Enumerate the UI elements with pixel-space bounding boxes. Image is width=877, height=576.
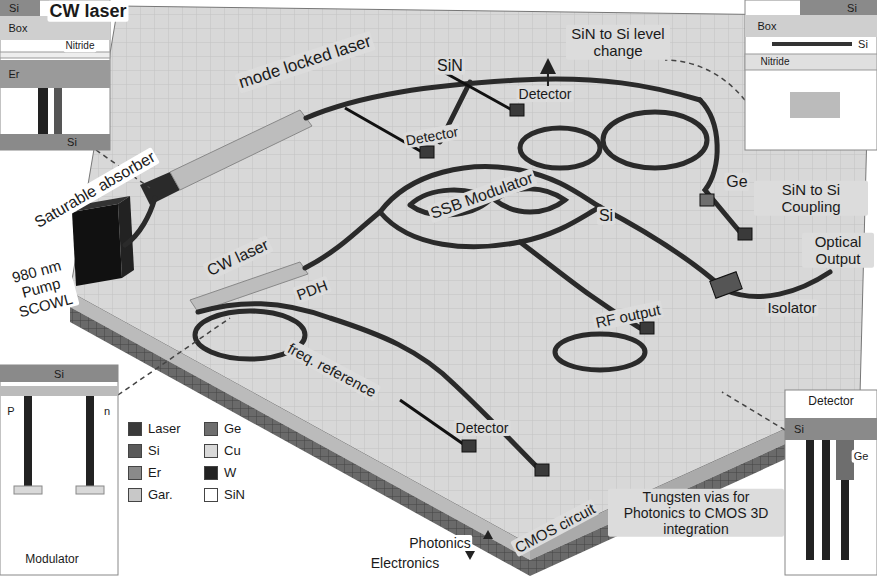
- inset-label: Box: [7, 22, 30, 35]
- inset-label: Si: [52, 368, 66, 381]
- component-label: Tungsten vias for Photonics to CMOS 3D i…: [608, 489, 784, 537]
- inset-label: Er: [7, 68, 22, 81]
- legend-swatch: [128, 444, 142, 458]
- inset-label: Detector: [806, 395, 855, 409]
- inset-label: Si: [792, 423, 806, 436]
- inset-label: Nitride: [64, 40, 97, 52]
- component-label: Photonics: [407, 535, 472, 551]
- inset-label: Modulator: [23, 553, 80, 567]
- component-label: Detector: [454, 420, 511, 436]
- legend-text: Er: [148, 466, 161, 480]
- inset-label: Si: [65, 136, 79, 149]
- legend-text: Si: [148, 444, 160, 458]
- component-label: SiN to Si level change: [566, 25, 670, 60]
- inset-label: Si: [856, 38, 870, 51]
- inset-label: P: [5, 405, 16, 418]
- inset-label: Si: [7, 2, 21, 15]
- inset-panel: SiPnModulator: [0, 365, 118, 575]
- legend-text: Ge: [224, 422, 241, 436]
- legend-text: Cu: [224, 444, 241, 458]
- component-label: Optical Output: [802, 233, 874, 268]
- component-label: Ge: [724, 173, 749, 191]
- inset-label: CW laser: [47, 1, 128, 22]
- legend-swatch: [204, 488, 218, 502]
- inset-panel: DetectorSiGe: [785, 390, 877, 575]
- legend-swatch: [128, 488, 142, 502]
- inset-label: n: [102, 405, 112, 418]
- legend-swatch: [128, 422, 142, 436]
- component-label: Electronics: [369, 555, 441, 571]
- component-label: Detector: [517, 86, 574, 102]
- component-label: Si: [597, 207, 615, 225]
- legend-text: W: [224, 466, 236, 480]
- legend-swatch: [204, 466, 218, 480]
- legend-text: Gar.: [148, 488, 173, 502]
- inset-label: Nitride: [759, 56, 792, 68]
- legend-text: Laser: [148, 422, 181, 436]
- component-label: 980 nm Pump SCOWL: [2, 254, 79, 321]
- legend-swatch: [128, 466, 142, 480]
- legend-swatch: [204, 422, 218, 436]
- inset-panel: SiBoxSiNitrideSiN to Si Coupling: [745, 0, 877, 220]
- inset-label: SiN to Si Coupling: [754, 181, 868, 216]
- inset-label: Si: [845, 2, 859, 15]
- inset-panel: SiCW laserBoxNitrideErSi: [0, 0, 130, 150]
- inset-label: Box: [756, 20, 779, 33]
- legend: Laser GeSi CuEr W Gar. SiN: [128, 422, 288, 514]
- component-label: SiN: [435, 57, 465, 75]
- inset-label: Ge: [852, 450, 871, 463]
- legend-text: SiN: [224, 488, 245, 502]
- legend-swatch: [204, 444, 218, 458]
- component-label: Isolator: [765, 299, 818, 316]
